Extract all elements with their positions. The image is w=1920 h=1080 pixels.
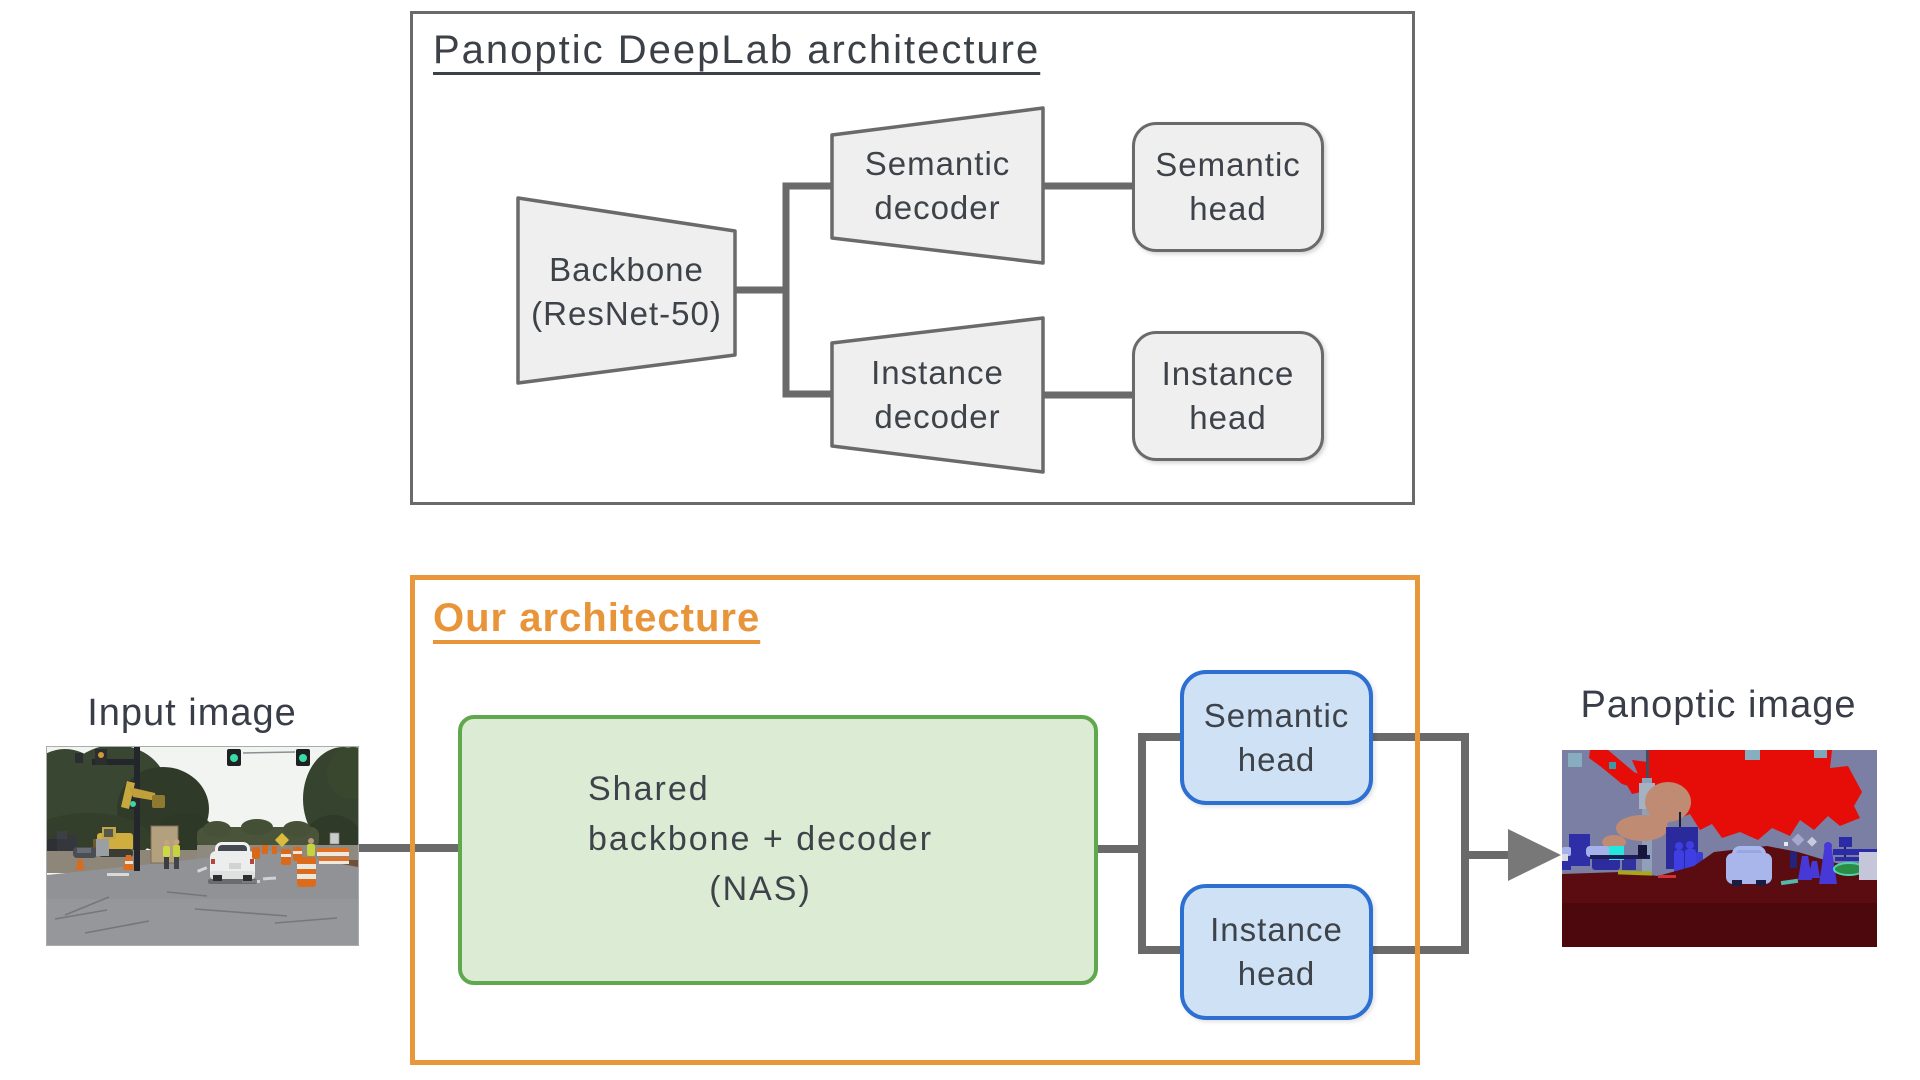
semantic-decoder-node: Semantic decoder: [832, 138, 1043, 234]
instance-head-node: Instance head: [1132, 331, 1324, 461]
semantic-decoder-trapezoid: [830, 106, 1045, 265]
our-semantic-head-line2: head: [1237, 740, 1316, 778]
semantic-head-node: Semantic head: [1132, 122, 1324, 252]
instance-decoder-node: Instance decoder: [832, 347, 1043, 443]
input-image: [46, 746, 359, 946]
shared-label-line1: Shared: [588, 770, 710, 808]
our-instance-head-line2: head: [1237, 955, 1316, 992]
shared-label-line3: (NAS): [709, 870, 812, 908]
semantic-head-line1: Semantic: [1155, 146, 1301, 184]
semantic-decoder-line2: decoder: [874, 189, 1001, 226]
instance-head-line2: head: [1189, 399, 1267, 436]
our-architecture-title: Our architecture: [433, 596, 761, 640]
instance-decoder-trapezoid: [830, 316, 1045, 474]
panoptic-image-label: Panoptic image: [1580, 684, 1857, 726]
backbone-label-line2: (ResNet-50): [531, 295, 722, 332]
semantic-head-line2: head: [1189, 190, 1267, 227]
top-diagram-title: Panoptic DeepLab architecture: [433, 28, 1041, 72]
our-instance-head-line1: Instance: [1210, 911, 1343, 949]
instance-head-line1: Instance: [1161, 355, 1295, 393]
instance-decoder-line1: Instance: [871, 354, 1004, 392]
semantic-decoder-line1: Semantic: [864, 145, 1011, 183]
instance-decoder-line2: decoder: [874, 398, 1001, 435]
shared-label-line2: backbone + decoder: [588, 820, 934, 858]
backbone-label-line1: Backbone: [549, 251, 704, 289]
shared-backbone-decoder-box: [458, 715, 1098, 985]
backbone-node: Backbone (ResNet-50): [518, 244, 735, 340]
shared-backbone-decoder-label: Shared backbone + decoder (NAS): [588, 764, 933, 914]
panoptic-deeplab-box: [410, 11, 1415, 505]
input-image-label: Input image: [87, 692, 297, 734]
our-instance-head-node: Instance head: [1180, 884, 1373, 1020]
panoptic-image: [1562, 750, 1877, 947]
our-semantic-head-node: Semantic head: [1180, 670, 1373, 805]
backbone-trapezoid: [516, 196, 737, 385]
our-semantic-head-line1: Semantic: [1203, 696, 1350, 734]
top-connectors: [735, 182, 1132, 399]
output-arrow: [1508, 829, 1561, 881]
